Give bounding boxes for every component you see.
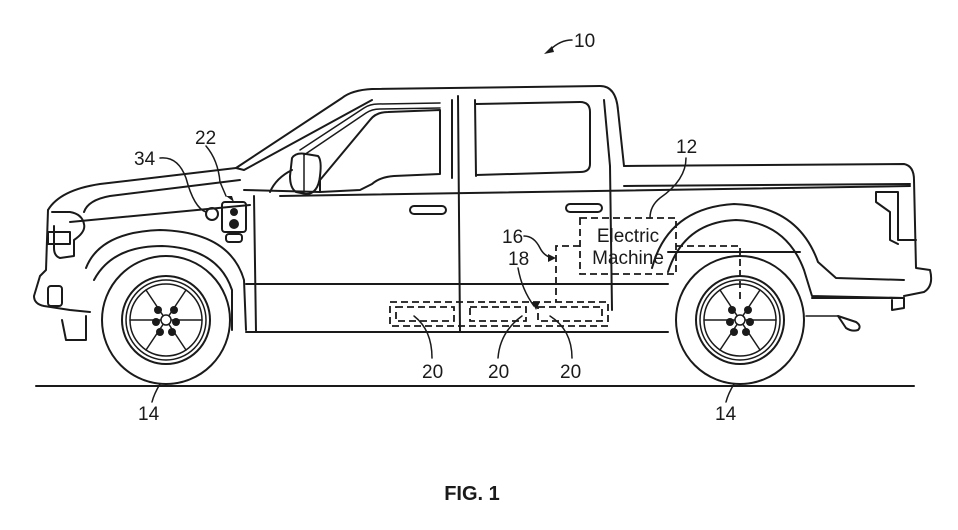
figure-caption: FIG. 1 (444, 483, 500, 505)
charge-door-sensor (205, 207, 219, 221)
ref-20-c: 20 (560, 362, 581, 383)
ref-22: 22 (195, 128, 216, 149)
ref-20-b: 20 (488, 362, 509, 383)
axle-connection (676, 245, 741, 300)
battery-pack-box (389, 301, 609, 327)
ref-20-a: 20 (422, 362, 443, 383)
ref-34: 34 (134, 149, 156, 170)
charge-port (221, 196, 247, 243)
ref-14-front: 14 (138, 404, 160, 425)
battery-cell-3 (537, 306, 603, 322)
ref-10: 10 (574, 31, 595, 52)
ref-18: 18 (508, 249, 529, 270)
battery-cell-1 (395, 306, 455, 322)
ref-16: 16 (502, 227, 523, 248)
front-wheel (101, 255, 231, 385)
electric-machine-label-line2: Machine (592, 248, 664, 269)
electric-machine-label-line1: Electric (597, 226, 659, 247)
rear-wheel (675, 255, 805, 385)
battery-cell-2 (469, 306, 527, 322)
truck-body (33, 85, 933, 341)
ref-12: 12 (676, 137, 697, 158)
pack-connection (555, 245, 580, 302)
leader-lines (151, 39, 735, 403)
ref-14-rear: 14 (715, 404, 737, 425)
